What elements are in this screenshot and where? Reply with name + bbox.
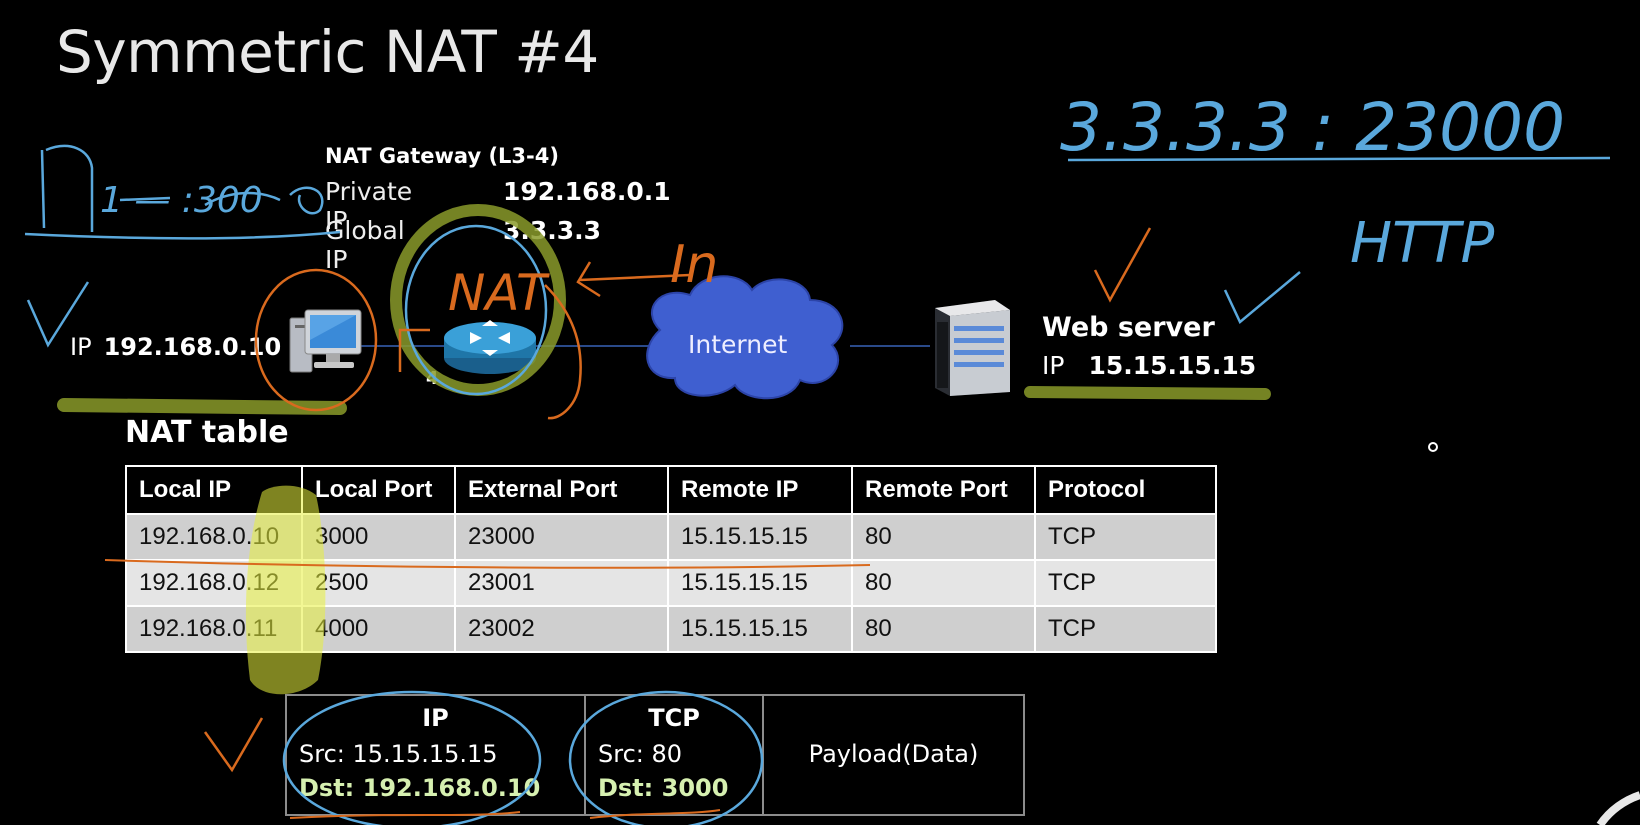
nat-table-header-row: Local IP Local Port External Port Remote…: [125, 465, 1217, 515]
annotation-top-left: 1 — :300: [100, 180, 263, 221]
web-server-name: Web server: [1042, 312, 1215, 343]
client-ip-row: IP 192.168.0.10: [70, 333, 281, 361]
annotation-nat: NAT: [448, 264, 550, 322]
client-ip-label: IP: [70, 333, 92, 361]
computer-icon: [289, 309, 362, 373]
table-row: 192.168.0.10 3000 23000 15.15.15.15 80 T…: [125, 513, 1217, 561]
corner-arc-icon: [1596, 791, 1640, 825]
nat-table-heading: NAT table: [125, 415, 289, 450]
blue-underline-top-left: [24, 230, 341, 240]
table-row: 192.168.0.11 4000 23002 15.15.15.15 80 T…: [125, 605, 1217, 653]
cell-external-port: 23000: [454, 513, 669, 561]
gateway-private-ip: 192.168.0.1: [503, 177, 671, 206]
client-ip-value: 192.168.0.10: [103, 333, 282, 361]
gateway-title: NAT Gateway (L3-4): [325, 144, 559, 168]
router-port-label: 4: [426, 368, 439, 389]
page-title: Symmetric NAT #4: [56, 18, 599, 86]
packet-ip-title: IP: [422, 704, 449, 732]
orange-check-top: [1093, 227, 1152, 303]
cell-remote-ip: 15.15.15.15: [667, 605, 853, 653]
cell-external-port: 23002: [454, 605, 669, 653]
gateway-private-label: Private IP: [325, 177, 413, 235]
cell-remote-ip: 15.15.15.15: [667, 513, 853, 561]
cell-external-port: 23001: [454, 559, 669, 607]
cell-protocol: TCP: [1034, 513, 1217, 561]
cell-local-port: 4000: [301, 605, 456, 653]
nat-table: Local IP Local Port External Port Remote…: [125, 465, 1217, 653]
web-server-icon: [935, 300, 1010, 396]
table-row: 192.168.0.12 2500 23001 15.15.15.15 80 T…: [125, 559, 1217, 607]
cell-remote-port: 80: [851, 559, 1036, 607]
blue-scribble-top-left: [40, 144, 171, 232]
packet-tcp-dst: Dst: 3000: [598, 774, 729, 802]
cell-local-ip: 192.168.0.10: [125, 513, 303, 561]
packet-diagram: IP Src: 15.15.15.15 Dst: 192.168.0.10 TC…: [285, 694, 1025, 816]
col-remote-port: Remote Port: [851, 465, 1036, 515]
cell-local-port: 3000: [301, 513, 456, 561]
gateway-global-label: Global IP: [325, 216, 405, 274]
cell-protocol: TCP: [1034, 605, 1217, 653]
web-server-ip-value: 15.15.15.15: [1088, 351, 1257, 380]
annotation-in: In: [670, 235, 718, 295]
blue-check-right: [1223, 271, 1301, 324]
col-remote-ip: Remote IP: [667, 465, 853, 515]
cell-remote-port: 80: [851, 605, 1036, 653]
olive-underline-client-ip: [57, 398, 347, 415]
cell-remote-port: 80: [851, 513, 1036, 561]
cursor-dot-icon: [1428, 442, 1438, 452]
cell-remote-ip: 15.15.15.15: [667, 559, 853, 607]
packet-tcp-title: TCP: [648, 704, 700, 732]
col-external-port: External Port: [454, 465, 669, 515]
gateway-global-ip: 3.3.3.3: [503, 216, 602, 245]
cell-local-ip: 192.168.0.12: [125, 559, 303, 607]
packet-ip-src: Src: 15.15.15.15: [299, 740, 498, 768]
col-local-ip: Local IP: [125, 465, 303, 515]
cell-protocol: TCP: [1034, 559, 1217, 607]
packet-ip-header: IP Src: 15.15.15.15 Dst: 192.168.0.10: [287, 696, 586, 814]
orange-arrow-in: [576, 261, 691, 298]
packet-tcp-header: TCP Src: 80 Dst: 3000: [586, 696, 764, 814]
blue-underline-top-right: [1067, 156, 1611, 162]
col-protocol: Protocol: [1034, 465, 1217, 515]
packet-ip-dst: Dst: 192.168.0.10: [299, 774, 541, 802]
web-server-ip-label: IP: [1042, 351, 1065, 380]
packet-payload-label: Payload(Data): [808, 740, 979, 768]
blue-circle-router: [404, 224, 548, 396]
web-server-ip-row: IP 15.15.15.15: [1042, 351, 1256, 380]
packet-tcp-src: Src: 80: [598, 740, 683, 768]
olive-underline-server-ip: [1024, 386, 1271, 400]
orange-check-packet: [203, 717, 264, 773]
cell-local-port: 2500: [301, 559, 456, 607]
packet-payload: Payload(Data): [764, 696, 1023, 814]
annotation-top-right: 3.3.3.3 : 23000: [1060, 89, 1565, 166]
router-icon: [444, 320, 536, 374]
col-local-port: Local Port: [301, 465, 456, 515]
annotation-http: HTTP: [1350, 211, 1495, 276]
cell-local-ip: 192.168.0.11: [125, 605, 303, 653]
internet-label: Internet: [688, 330, 788, 359]
